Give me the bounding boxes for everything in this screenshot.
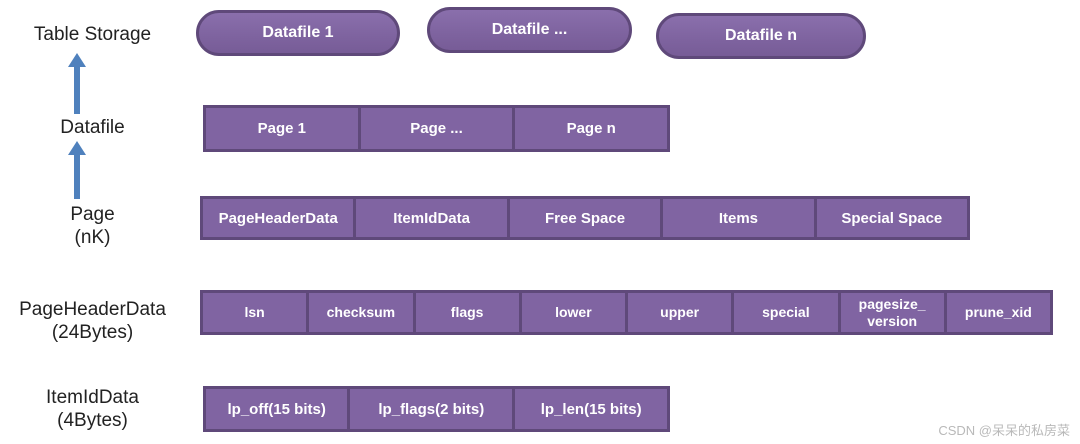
label-page: Page (nK) xyxy=(70,204,115,248)
cell-items: Items xyxy=(663,199,817,237)
cell-lsn: lsn xyxy=(203,293,310,332)
label-page-header-data: PageHeaderData (24Bytes) xyxy=(19,299,166,343)
datafile-pill-ellipsis: Datafile ... xyxy=(427,7,632,53)
cell-special-space: Special Space xyxy=(841,209,943,227)
page-cell-ellipsis: Page ... xyxy=(361,108,516,149)
page-cell-1: Page 1 xyxy=(206,108,361,149)
label-table-storage: Table Storage xyxy=(33,24,152,45)
label-datafile: Datafile xyxy=(60,117,125,138)
label-item-id-data: ItemIdData (4Bytes) xyxy=(46,387,139,431)
cell-page-header-data: PageHeaderData xyxy=(203,199,357,237)
cell-pagesize-version: pagesize_ version xyxy=(841,293,947,332)
cell-lp-len: lp_len(15 bits) xyxy=(540,400,642,418)
arrow-head xyxy=(68,53,86,67)
cell-lp-off: lp_off(15 bits) xyxy=(206,389,351,429)
datafile-pill-1: Datafile 1 xyxy=(196,10,400,56)
page-structure-row: PageHeaderData ItemIdData Free Space Ite… xyxy=(200,196,970,240)
cell-lp-flags: lp_flags(2 bits) xyxy=(350,389,516,429)
item-id-fields-row: lp_off(15 bits) lp_flags(2 bits) lp_len(… xyxy=(203,386,670,432)
cell-item-id-data: ItemIdData xyxy=(356,199,510,237)
datafile-pill-n: Datafile n xyxy=(656,13,866,59)
cell-checksum: checksum xyxy=(309,293,416,332)
up-arrow-icon xyxy=(68,141,86,199)
watermark: CSDN @呆呆的私房菜 xyxy=(938,423,1070,438)
cell-special: special xyxy=(734,293,841,332)
arrow-shaft xyxy=(74,67,80,114)
up-arrow-icon xyxy=(68,53,86,114)
page-row: Page 1 Page ... Page n xyxy=(203,105,670,152)
cell-flags: flags xyxy=(416,293,522,332)
cell-upper: upper xyxy=(628,293,735,332)
cell-prune-xid: prune_xid xyxy=(964,304,1032,320)
page-header-fields-row: lsn checksum flags lower upper special p… xyxy=(200,290,1053,335)
cell-lower: lower xyxy=(522,293,628,332)
page-cell-n: Page n xyxy=(566,120,616,137)
arrow-head xyxy=(68,141,86,155)
cell-free-space: Free Space xyxy=(510,199,664,237)
arrow-shaft xyxy=(74,155,80,199)
